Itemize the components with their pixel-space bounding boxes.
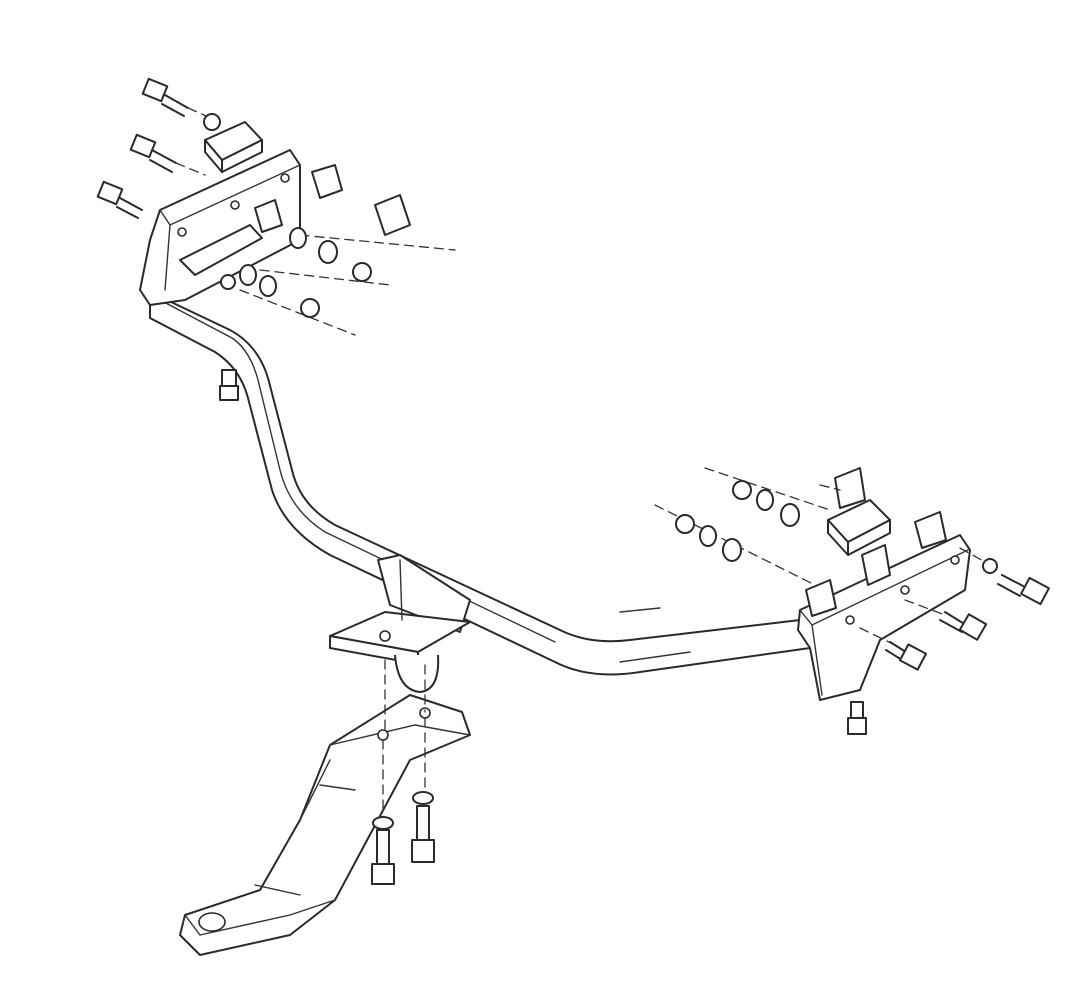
hex-bolt-icon [939, 611, 988, 641]
hex-bolt-icon [219, 369, 239, 401]
washer-icon [780, 503, 800, 527]
washer-icon [318, 240, 338, 264]
washer-icon [722, 538, 742, 562]
center-receiver-bracket [329, 554, 471, 693]
hex-bolt-icon [847, 701, 867, 735]
hex-bolt-icon [141, 77, 189, 117]
hex-bolt-icon [885, 641, 928, 671]
hex-nut-icon [352, 262, 372, 282]
hex-bolt-icon [411, 791, 435, 863]
hex-nut-icon [675, 514, 695, 534]
left-spacer-blocks [204, 121, 411, 236]
right-bolts [847, 547, 1050, 735]
drawbar-bolts [371, 791, 435, 885]
right-spacer-blocks [805, 467, 947, 617]
right-fasteners [654, 467, 841, 586]
hex-nut-icon [220, 274, 236, 290]
hex-nut-icon [300, 298, 320, 318]
washer-icon [756, 489, 774, 511]
washer-icon [259, 275, 277, 297]
hex-bolt-icon [371, 816, 395, 885]
hex-bolt-icon [129, 133, 177, 173]
hitch-crossbar [149, 291, 811, 676]
ball-mount-drawbar [179, 659, 471, 956]
washer-icon [699, 525, 717, 547]
hex-nut-icon [732, 480, 752, 500]
left-fasteners [203, 113, 456, 336]
left-bolts [96, 77, 239, 401]
left-mounting-bracket [139, 149, 301, 306]
washer-icon [289, 227, 307, 249]
hex-bolt-icon [997, 574, 1050, 606]
hex-bolt-icon [96, 180, 143, 219]
right-mounting-bracket [797, 534, 971, 701]
washer-icon [239, 264, 257, 286]
washer-icon [982, 558, 998, 574]
hex-nut-icon [203, 113, 221, 131]
